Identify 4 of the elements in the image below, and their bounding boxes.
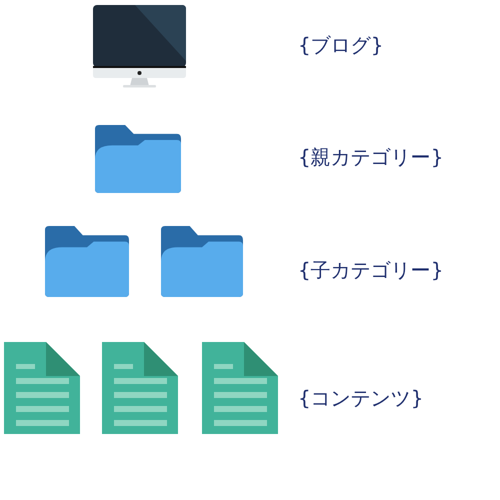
level-label: {子カテゴリー} — [298, 258, 444, 282]
level-label: {コンテンツ} — [298, 386, 424, 410]
level-label: {親カテゴリー} — [298, 145, 444, 169]
level-label: {ブログ} — [298, 33, 384, 57]
